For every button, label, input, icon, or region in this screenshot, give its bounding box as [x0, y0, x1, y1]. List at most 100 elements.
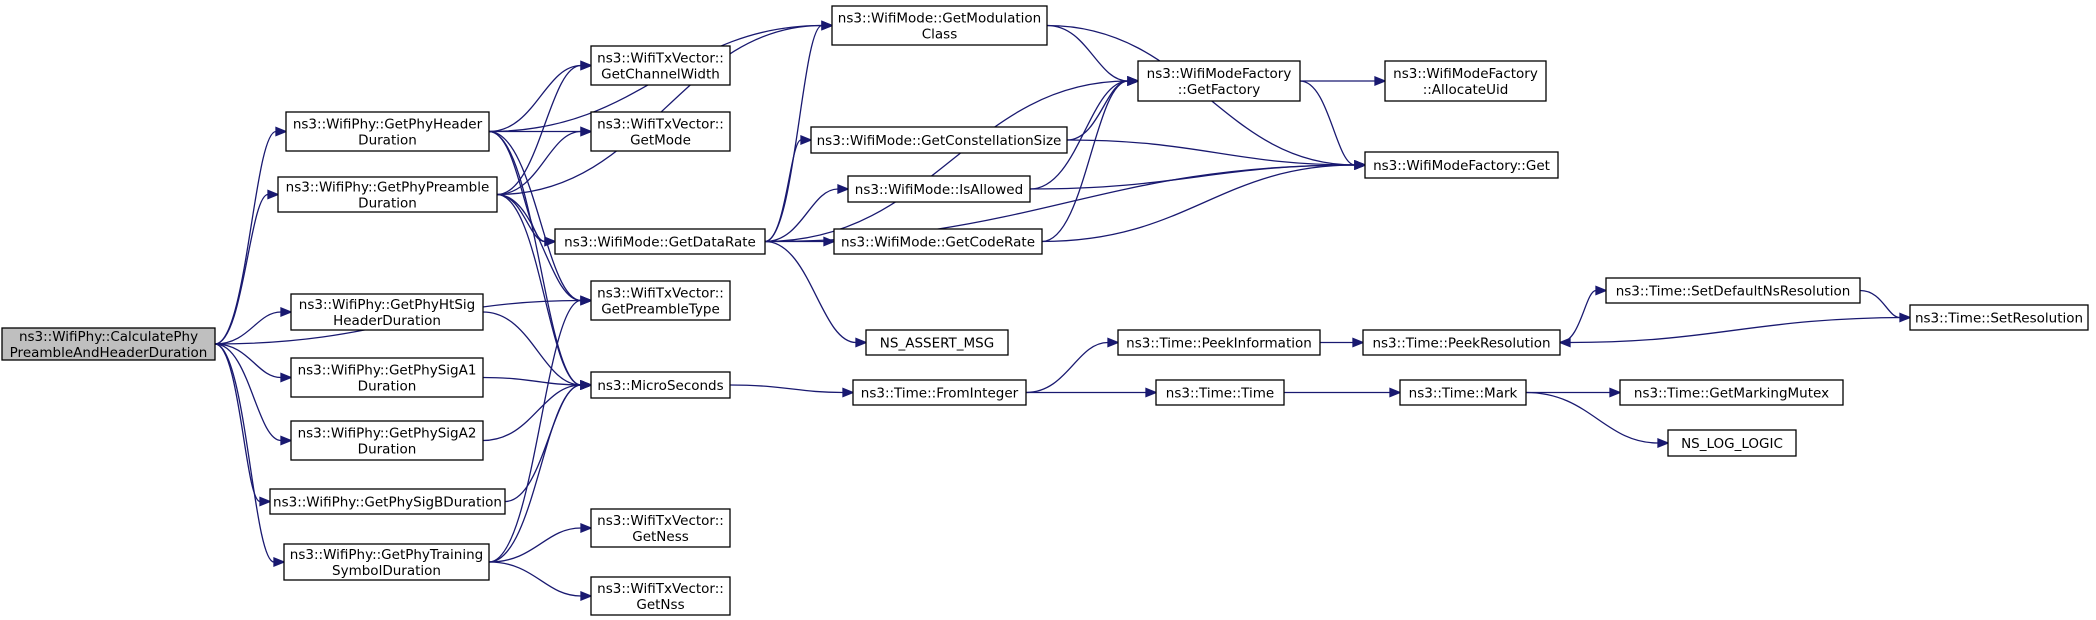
- edge-line: [1041, 164, 1356, 243]
- edge-line: [1046, 24, 1129, 82]
- node-box: [590, 45, 731, 86]
- edges-layer: [214, 20, 1912, 601]
- function-node[interactable]: ns3::Time::GetMarkingMutex: [1619, 379, 1844, 406]
- edge-n1-n9: [488, 60, 593, 133]
- edge-arrowhead: [1595, 285, 1608, 296]
- node-label-line: ns3::MicroSeconds: [597, 378, 723, 394]
- edge-n20-n16: [1029, 76, 1140, 190]
- node-box: [590, 508, 731, 548]
- node-label-line: SymbolDuration: [332, 563, 441, 579]
- function-node[interactable]: ns3::WifiTxVector::GetNess: [590, 508, 731, 548]
- node-label-line: ns3::Time::FromInteger: [861, 386, 1019, 402]
- edge-n28-n31: [1859, 289, 1912, 323]
- edge-arrowhead: [580, 295, 593, 306]
- edge-line: [214, 343, 275, 563]
- edge-n0-n7: [214, 343, 272, 507]
- edge-arrowhead: [1389, 387, 1402, 398]
- node-label-line: NS_ASSERT_MSG: [880, 336, 994, 352]
- node-box: [290, 357, 484, 398]
- edge-line: [482, 311, 582, 386]
- function-node[interactable]: ns3::WifiMode::GetCodeRate: [833, 228, 1043, 255]
- edge-line: [214, 343, 282, 379]
- function-node[interactable]: ns3::WifiModeFactory::GetFactory: [1137, 60, 1301, 102]
- function-node[interactable]: ns3::WifiModeFactory::AllocateUid: [1384, 60, 1547, 102]
- edge-line: [1299, 80, 1356, 166]
- edge-arrowhead: [580, 380, 593, 390]
- node-label-line: ns3::WifiPhy::GetPhySigA2: [298, 426, 477, 442]
- edge-line: [214, 130, 277, 345]
- node-box: [590, 576, 731, 616]
- function-node[interactable]: ns3::WifiMode::GetDataRate: [554, 228, 766, 255]
- edge-arrowhead: [580, 60, 593, 71]
- node-label-line: ns3::WifiMode::GetCodeRate: [841, 235, 1035, 251]
- node-label-line: ns3::Time::SetDefaultNsResolution: [1616, 284, 1851, 300]
- node-box: [1, 327, 216, 361]
- node-box: [1137, 60, 1301, 102]
- function-node[interactable]: ns3::WifiTxVector::GetPreambleType: [590, 280, 731, 321]
- function-node[interactable]: ns3::Time::FromInteger: [852, 379, 1027, 406]
- edge-line: [496, 24, 823, 196]
- function-node[interactable]: ns3::Time::SetDefaultNsResolution: [1605, 277, 1861, 304]
- function-node[interactable]: ns3::WifiTxVector::GetNss: [590, 576, 731, 616]
- function-node[interactable]: NS_LOG_LOGIC: [1667, 429, 1797, 457]
- function-node[interactable]: ns3::Time::PeekInformation: [1117, 329, 1321, 356]
- edge-line: [482, 384, 582, 442]
- function-node[interactable]: ns3::WifiPhy::GetPhySigBDuration: [269, 488, 506, 515]
- function-node[interactable]: ns3::WifiModeFactory::Get: [1364, 151, 1559, 179]
- node-label-line: GetChannelWidth: [601, 67, 720, 83]
- function-node[interactable]: ns3::Time::PeekResolution: [1362, 329, 1561, 356]
- edge-n12-n22: [729, 384, 855, 398]
- edge-line: [1029, 80, 1129, 190]
- function-node[interactable]: NS_ASSERT_MSG: [865, 329, 1009, 356]
- node-box: [590, 111, 731, 152]
- edge-n31-n26: [1558, 316, 1911, 348]
- node-box: [1399, 379, 1527, 406]
- edge-line: [496, 130, 582, 196]
- node-box: [590, 280, 731, 321]
- edge-arrowhead: [800, 135, 813, 145]
- edge-arrowhead: [1354, 160, 1367, 170]
- function-node[interactable]: ns3::Time::Time: [1155, 379, 1285, 406]
- node-box: [1384, 60, 1547, 102]
- function-node[interactable]: ns3::MicroSeconds: [590, 371, 731, 399]
- node-label-line: ns3::WifiModeFactory::Get: [1373, 158, 1550, 174]
- edge-n0-n1: [214, 126, 288, 345]
- edge-line: [764, 240, 857, 344]
- node-label-line: ns3::Time::Mark: [1409, 386, 1518, 402]
- edge-n1-n12: [488, 130, 593, 390]
- edge-n0-n6: [214, 343, 293, 446]
- edge-line: [764, 80, 1129, 243]
- edge-n22-n24: [1025, 337, 1120, 394]
- node-box: [1619, 379, 1844, 406]
- node-box: [285, 111, 490, 152]
- edge-line: [1525, 391, 1659, 444]
- function-node[interactable]: ns3::WifiMode::GetConstellationSize: [810, 126, 1068, 154]
- node-label-line: ns3::Time::PeekResolution: [1372, 336, 1550, 352]
- edge-line: [496, 64, 582, 196]
- function-node[interactable]: ns3::Time::Mark: [1399, 379, 1527, 406]
- node-label-line: GetMode: [630, 133, 691, 149]
- edge-arrowhead: [1374, 76, 1387, 86]
- node-box: [847, 175, 1031, 203]
- edge-n0-n8: [214, 343, 286, 567]
- node-label-line: Class: [922, 27, 958, 43]
- function-node[interactable]: ns3::WifiTxVector::GetChannelWidth: [590, 45, 731, 86]
- edge-arrowhead: [580, 591, 593, 601]
- function-node[interactable]: ns3::Time::SetResolution: [1909, 304, 2089, 331]
- edge-arrowhead: [1145, 387, 1158, 398]
- function-node[interactable]: ns3::WifiPhy::GetPhyTrainingSymbolDurati…: [283, 543, 490, 581]
- edge-n18-n17: [1041, 160, 1367, 243]
- root-function-node[interactable]: ns3::WifiPhy::CalculatePhyPreambleAndHea…: [1, 327, 216, 361]
- function-node[interactable]: ns3::WifiMode::IsAllowed: [847, 175, 1031, 203]
- function-node[interactable]: ns3::WifiTxVector::GetMode: [590, 111, 731, 152]
- node-box: [554, 228, 766, 255]
- edge-arrowhead: [259, 496, 272, 507]
- edge-arrowhead: [1352, 337, 1365, 348]
